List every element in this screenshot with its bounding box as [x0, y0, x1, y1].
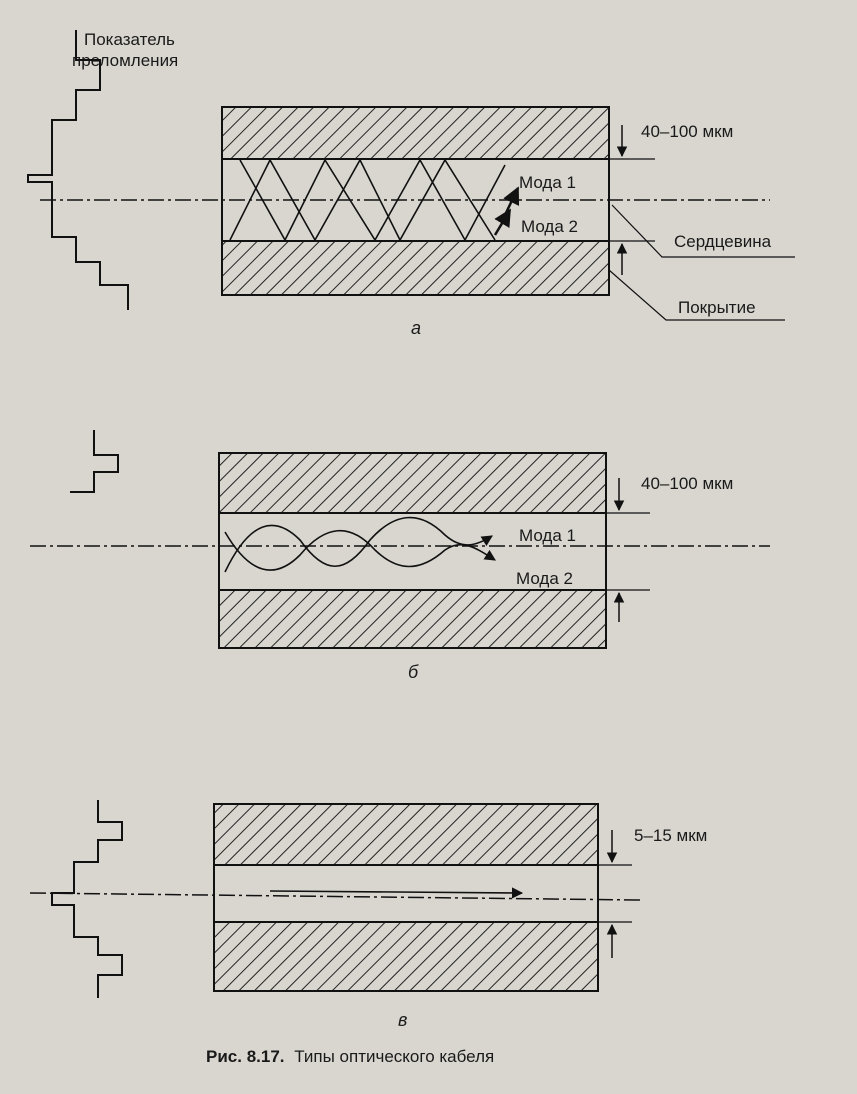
core-leader [611, 204, 795, 258]
cladding-top-c [213, 803, 599, 866]
cladding-bottom-b [218, 589, 607, 649]
index-profile-step-c [51, 800, 123, 998]
refraction-label-line2: преломления [72, 51, 178, 70]
index-profile-step-a [27, 30, 129, 310]
caption-text: Типы оптического кабеля [294, 1047, 494, 1066]
mode2-arrow-a [493, 208, 512, 236]
cladding-top-a [221, 106, 610, 160]
figure-caption: Рис. 8.17. Типы оптического кабеля [206, 1047, 494, 1066]
mode-path-wave-2 [224, 529, 496, 571]
panel-b: Мода 1 Мода 2 40–100 мкм б [30, 430, 770, 682]
cladding-leader [608, 269, 785, 321]
mode2-label-b: Мода 2 [516, 569, 573, 588]
index-profile-graded-b [70, 430, 119, 493]
mode1-arrow-a [503, 186, 520, 216]
cladding-bottom-c [213, 921, 599, 992]
mode2-label-a: Мода 2 [521, 217, 578, 236]
mode-path-wave-1 [224, 516, 493, 573]
cladding-bottom-a [221, 240, 610, 296]
panel-c: 5–15 мкм в [29, 800, 707, 1030]
refraction-label-line1: Показатель [84, 30, 175, 49]
panel-a: Показатель преломления Мода 1 Мода 2 40–… [27, 30, 795, 338]
dimension-label-c: 5–15 мкм [634, 826, 707, 845]
cladding-top-b [218, 452, 607, 514]
panel-letter-c: в [398, 1010, 407, 1030]
single-mode-arrow [269, 887, 524, 899]
cladding-label: Покрытие [678, 298, 756, 317]
mode1-label-a: Мода 1 [519, 173, 576, 192]
axis-c [29, 892, 641, 901]
mode-path-zigzag-a [229, 158, 496, 242]
panel-letter-b: б [408, 662, 419, 682]
caption-number: Рис. 8.17. [206, 1047, 285, 1066]
mode-path-zigzag-b [239, 158, 506, 242]
mode1-label-b: Мода 1 [519, 526, 576, 545]
core-c [213, 864, 599, 923]
dimension-label-a: 40–100 мкм [641, 122, 733, 141]
dimension-label-b: 40–100 мкм [641, 474, 733, 493]
core-label: Сердцевина [674, 232, 772, 251]
panel-letter-a: а [411, 318, 421, 338]
